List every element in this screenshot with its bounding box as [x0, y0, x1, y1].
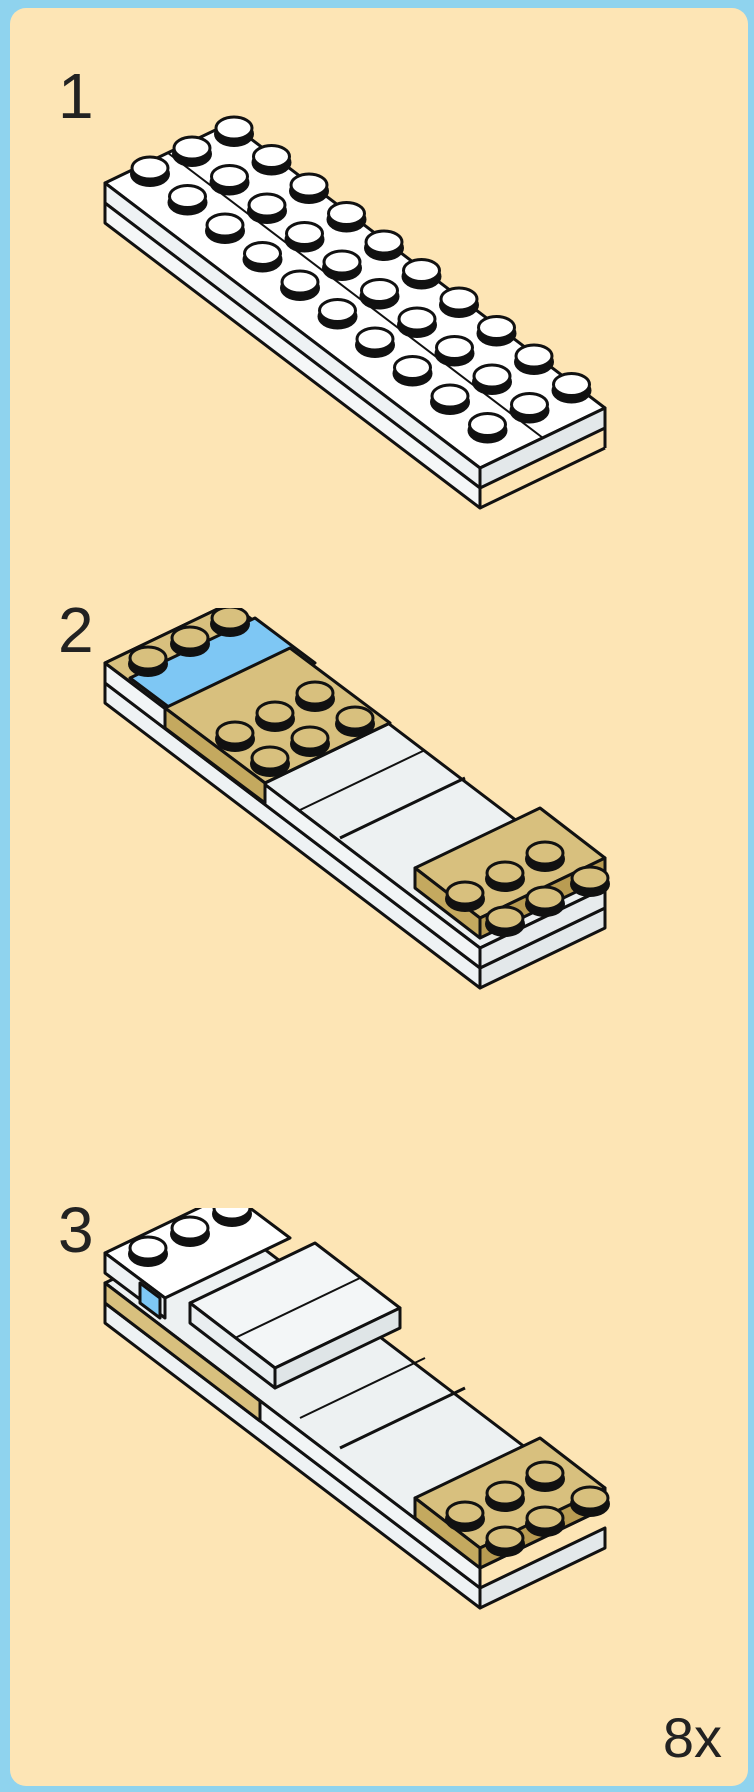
- stud: [130, 157, 170, 187]
- instruction-panel: 1 2: [10, 8, 748, 1786]
- stud: [477, 317, 517, 347]
- stud: [402, 260, 442, 290]
- stud: [214, 117, 254, 147]
- stud: [128, 1237, 168, 1267]
- stud: [485, 907, 525, 937]
- stud: [289, 174, 329, 204]
- stud: [170, 1217, 210, 1247]
- stud: [439, 288, 479, 318]
- stud: [468, 414, 508, 444]
- stud: [445, 882, 485, 912]
- stud: [552, 374, 592, 404]
- stud: [485, 1482, 525, 1512]
- multiplier-label: 8x: [663, 1710, 722, 1766]
- stud: [514, 345, 554, 375]
- step-3-illustration: [10, 1208, 748, 1768]
- stud: [210, 166, 250, 196]
- stud: [525, 887, 565, 917]
- stud: [355, 328, 395, 358]
- stud: [393, 357, 433, 387]
- stud: [485, 1527, 525, 1557]
- stud: [445, 1502, 485, 1532]
- stud: [472, 365, 512, 395]
- stud: [335, 707, 375, 737]
- stud: [510, 394, 550, 424]
- stud: [290, 727, 330, 757]
- stud: [285, 223, 325, 253]
- stud: [243, 243, 283, 273]
- stud: [247, 194, 287, 224]
- stud: [525, 842, 565, 872]
- stud: [210, 608, 250, 637]
- stud: [250, 747, 290, 777]
- stud: [252, 146, 292, 176]
- stud: [360, 280, 400, 310]
- stud: [435, 337, 475, 367]
- stud: [168, 186, 208, 216]
- stud: [280, 271, 320, 301]
- step-2-illustration: [10, 608, 748, 1068]
- stud: [570, 867, 610, 897]
- stud: [172, 137, 212, 167]
- stud: [364, 231, 404, 261]
- step-1-illustration: [10, 68, 748, 528]
- stud: [170, 627, 210, 657]
- stud: [327, 203, 367, 233]
- stud: [318, 300, 358, 330]
- stud: [397, 308, 437, 338]
- stud: [322, 251, 362, 281]
- stud: [215, 722, 255, 752]
- stud: [430, 385, 470, 415]
- stud: [295, 682, 335, 712]
- stud: [525, 1462, 565, 1492]
- stud: [525, 1507, 565, 1537]
- stud: [255, 702, 295, 732]
- stud: [485, 862, 525, 892]
- stud: [128, 647, 168, 677]
- stud: [570, 1487, 610, 1517]
- stud: [205, 214, 245, 244]
